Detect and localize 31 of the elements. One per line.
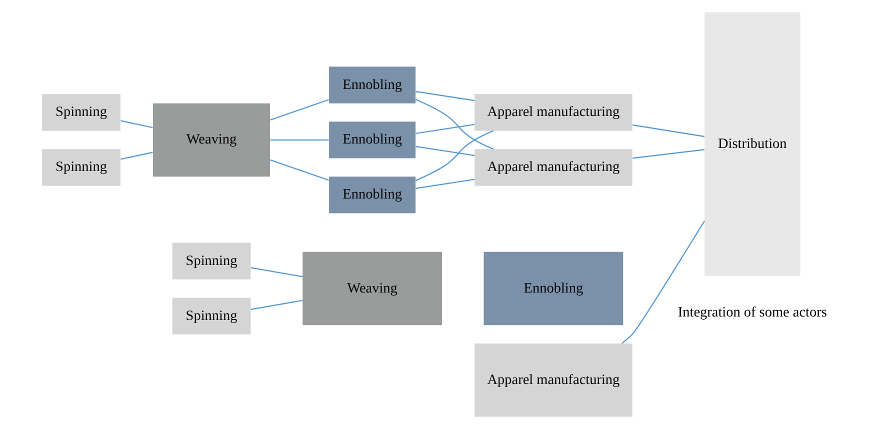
connector [416,98,494,150]
node-box: Apparel manufacturing [474,94,632,131]
node-box: Ennobling [329,66,416,104]
node-box: Weaving [302,252,442,326]
node-box: Spinning [42,149,120,186]
connector [120,152,153,160]
connector [416,90,475,102]
node-box: Ennobling [329,122,416,158]
node-box: Distribution [704,12,800,276]
connector [270,99,329,121]
connector [416,146,475,156]
label: Integration of some actors [678,304,827,321]
node-box: Spinning [172,242,251,280]
node-box: Apparel manufacturing [474,344,632,417]
node-box: Spinning [42,94,120,131]
connector [270,159,329,181]
connector [250,267,303,278]
node-box: Spinning [172,298,251,334]
node-box: Ennobling [484,252,624,326]
connector [416,130,494,181]
node-box: Weaving [153,103,270,177]
connector [416,178,475,189]
connector [632,149,704,159]
connector [120,120,153,128]
connector [250,300,303,310]
connector [621,220,706,344]
connector [632,124,704,138]
connector [416,124,475,134]
connector [270,139,329,141]
node-box: Ennobling [329,176,416,214]
node-box: Apparel manufacturing [474,149,632,186]
